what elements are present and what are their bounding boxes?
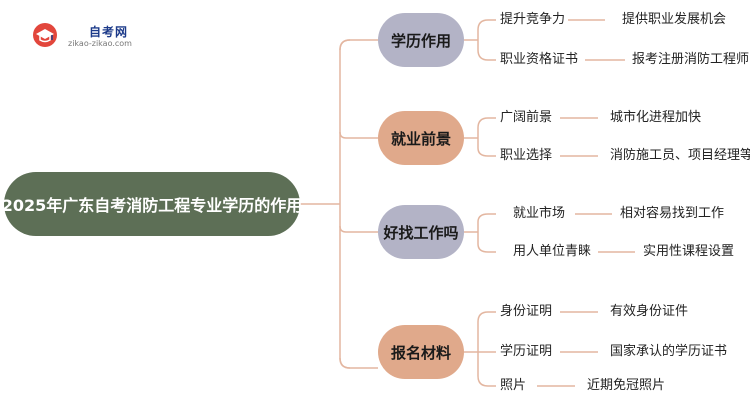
branch-node-employment-outlook: 就业前景 bbox=[378, 111, 464, 165]
sub-bracket-4 bbox=[464, 311, 496, 387]
branch-connector-2 bbox=[339, 131, 378, 139]
leaf-detail: 提供职业发展机会 bbox=[622, 12, 727, 27]
branch-connector-4 bbox=[339, 357, 378, 369]
leaf-detail: 国家承认的学历证书 bbox=[610, 344, 728, 359]
leaf-term: 职业选择 bbox=[500, 148, 553, 163]
leaf-detail: 有效身份证件 bbox=[610, 304, 689, 319]
leaf-term: 职业资格证书 bbox=[500, 52, 579, 67]
graduation-cap-icon bbox=[33, 23, 57, 47]
branch-node-education-role: 学历作用 bbox=[378, 13, 464, 67]
logo-title: 自考网 bbox=[89, 25, 129, 39]
leaf-term: 身份证明 bbox=[500, 304, 553, 319]
leaf-term: 照片 bbox=[500, 378, 527, 393]
branch-connector-3 bbox=[339, 225, 378, 233]
leaf-detail: 消防施工员、项目经理等 bbox=[610, 148, 750, 163]
leaf-term: 用人单位青睐 bbox=[513, 244, 592, 259]
logo-url: zikao-zikao.com bbox=[68, 39, 132, 48]
leaf-term: 学历证明 bbox=[500, 344, 553, 359]
root-node: 2025年广东自考消防工程专业学历的作用 bbox=[2, 172, 302, 236]
leaf-detail: 近期免冠照片 bbox=[587, 378, 666, 393]
sub-bracket-1 bbox=[464, 19, 496, 61]
leaf-term: 广阔前景 bbox=[500, 110, 553, 125]
leaf-detail: 实用性课程设置 bbox=[643, 244, 735, 259]
sub-bracket-3 bbox=[464, 213, 496, 253]
branch-node-job-finding: 好找工作吗 bbox=[378, 205, 464, 259]
leaf-detail: 城市化进程加快 bbox=[610, 110, 702, 125]
sub-bracket-2 bbox=[464, 117, 496, 157]
leaf-term: 就业市场 bbox=[513, 206, 566, 221]
leaf-term: 提升竞争力 bbox=[500, 12, 566, 27]
leaf-detail: 相对容易找到工作 bbox=[620, 206, 725, 221]
branch-connector-1 bbox=[339, 39, 378, 51]
branch-node-application-materials: 报名材料 bbox=[378, 325, 464, 379]
site-logo[interactable]: 自考网 zikao-zikao.com bbox=[32, 20, 142, 50]
trunk-line bbox=[339, 39, 351, 369]
leaf-detail: 报考注册消防工程师 bbox=[632, 52, 750, 67]
